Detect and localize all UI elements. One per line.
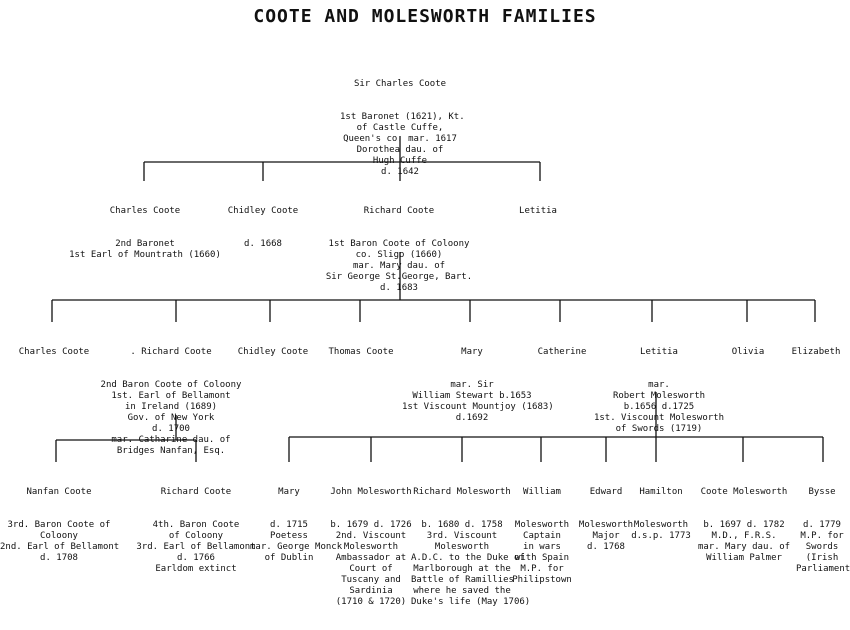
person-detail: b. 1697 d. 1782 M.D., F.R.S. mar. Mary d…	[697, 520, 791, 563]
person-name: John Molesworth	[330, 487, 412, 497]
person-william-molesworth: William Molesworth Captain in wars with …	[510, 465, 574, 608]
person-coote-molesworth: Coote Molesworth b. 1697 d. 1782 M.D., F…	[694, 465, 794, 586]
person-detail: d. 1715 Poetess mar. George Monck of Dub…	[250, 520, 343, 563]
person-detail: 1st Baronet (1621), Kt. of Castle Cuffe,…	[340, 112, 465, 177]
person-detail: 2nd Baronet 1st Earl of Mountrath (1660)	[69, 239, 221, 260]
person-name: William	[523, 487, 561, 497]
person-detail: b. 1680 d. 1758 3rd. Viscount Molesworth…	[411, 520, 531, 607]
person-name: Coote Molesworth	[700, 487, 788, 497]
person-detail: Molesworth Captain in wars with Spain M.…	[512, 520, 572, 585]
person-catherine: Catherine	[526, 325, 598, 380]
person-mary-molesworth: Mary d. 1715 Poetess mar. George Monck o…	[250, 465, 343, 586]
person-nanfan-coote: Nanfan Coote 3rd. Baron Coote of Coloony…	[0, 465, 120, 586]
person-name: Richard Coote	[363, 206, 435, 216]
person-chidley-coote-gen3: Chidley Coote	[234, 325, 312, 380]
person-name: Sir Charles Coote	[353, 79, 447, 89]
person-name: Mary	[278, 487, 300, 497]
person-letitia-gen2: Letitia	[510, 184, 566, 239]
person-name: Richard Coote	[160, 487, 232, 497]
person-hamilton-molesworth: Hamilton Molesworth d.s.p. 1773	[626, 465, 696, 564]
person-name: Hamilton	[639, 487, 683, 497]
person-name: Charles Coote	[109, 206, 181, 216]
person-richard-coote-4th-baron: Richard Coote 4th. Baron Coote of Coloon…	[130, 465, 262, 597]
person-john-molesworth: John Molesworth b. 1679 d. 1726 2nd. Vis…	[330, 465, 412, 630]
person-detail: Molesworth Major d. 1768	[578, 520, 634, 552]
person-edward-molesworth: Edward Molesworth Major d. 1768	[576, 465, 636, 575]
person-richard-molesworth: Richard Molesworth b. 1680 d. 1758 3rd. …	[411, 465, 531, 630]
person-name: Chidley Coote	[237, 347, 309, 357]
person-name: Mary	[461, 347, 483, 357]
person-name: Catherine	[537, 347, 587, 357]
person-olivia: Olivia	[722, 325, 774, 380]
person-name: Chidley Coote	[227, 206, 299, 216]
person-detail: b. 1679 d. 1726 2nd. Viscount Molesworth…	[330, 520, 412, 607]
person-charles-coote-2nd-baronet: Charles Coote 2nd Baronet 1st Earl of Mo…	[60, 184, 230, 283]
person-name: Charles Coote	[18, 347, 90, 357]
person-sir-charles-coote: Sir Charles Coote 1st Baronet (1621), Kt…	[340, 57, 465, 200]
person-name: . Richard Coote	[130, 347, 212, 357]
person-detail: Molesworth d.s.p. 1773	[631, 520, 691, 541]
chart-title: COOTE AND MOLESWORTH FAMILIES	[253, 6, 597, 27]
person-detail: mar. Robert Molesworth b.1656 d.1725 1st…	[593, 380, 725, 434]
person-name: Olivia	[731, 347, 765, 357]
person-name: Bysse	[808, 487, 836, 497]
person-elizabeth: Elizabeth	[784, 325, 848, 380]
person-detail: mar. Sir William Stewart b.1653 1st Visc…	[402, 380, 554, 423]
person-richard-coote-earl-of-bellamont: . Richard Coote 2nd Baron Coote of Coloo…	[96, 325, 246, 479]
person-charles-coote-gen3: Charles Coote	[14, 325, 94, 380]
person-name: Edward	[589, 487, 623, 497]
person-chidley-coote-gen2: Chidley Coote d. 1668	[225, 184, 301, 272]
person-detail: 1st Baron Coote of Coloony co. Sligo (16…	[325, 239, 473, 293]
person-detail: 2nd Baron Coote of Coloony 1st. Earl of …	[100, 380, 242, 456]
person-detail: d. 1668	[244, 239, 282, 249]
person-name: Nanfan Coote	[26, 487, 92, 497]
person-letitia-molesworth: Letitia mar. Robert Molesworth b.1656 d.…	[593, 325, 725, 457]
person-detail: 3rd. Baron Coote of Coloony 2nd. Earl of…	[0, 520, 120, 563]
person-mary-viscountess-mountjoy: Mary mar. Sir William Stewart b.1653 1st…	[402, 325, 554, 446]
person-bysse-molesworth: Bysse d. 1779 M.P. for Swords (Irish Par…	[796, 465, 850, 597]
person-name: Elizabeth	[791, 347, 841, 357]
person-name: Richard Molesworth	[413, 487, 511, 497]
person-name: Thomas Coote	[328, 347, 394, 357]
person-name: Letitia	[640, 347, 678, 357]
person-thomas-coote: Thomas Coote	[322, 325, 400, 380]
person-name: Letitia	[519, 206, 557, 216]
connector-lines	[51, 136, 824, 462]
person-richard-coote-1st-baron: Richard Coote 1st Baron Coote of Coloony…	[316, 184, 482, 316]
family-tree-chart: COOTE AND MOLESWORTH FAMILIES Sir Charle…	[0, 6, 850, 607]
